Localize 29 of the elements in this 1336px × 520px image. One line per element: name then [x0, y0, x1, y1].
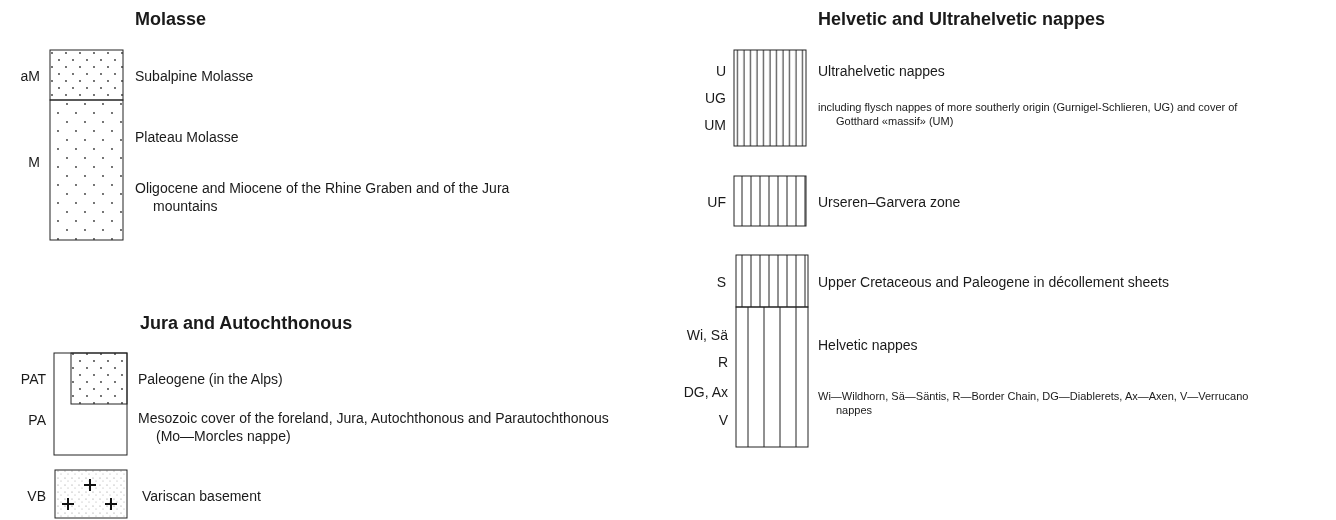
unit-description: Plateau Molasse — [135, 129, 239, 147]
unit-description: Helvetic nappes — [818, 337, 918, 355]
unit-description: Urseren–Garvera zone — [818, 194, 961, 212]
unit-description: Subalpine Molasse — [135, 68, 254, 86]
unit-note: including flysch nappes of more southerly origin (Gurnigel-Schlieren, UG) and cover of Gotthard «massif» (UM) — [818, 101, 1239, 129]
unit-abbreviation: U — [714, 63, 726, 81]
unit-description: Paleogene (in the Alps) — [138, 371, 283, 389]
unit-abbreviation: UF — [706, 194, 726, 212]
unit-description: Ultrahelvetic nappes — [818, 63, 945, 81]
unit-abbreviation: S — [715, 274, 726, 292]
unit-abbreviation: R — [716, 354, 728, 372]
section-heading: Helvetic and Ultrahelvetic nappes — [818, 8, 1107, 31]
unit-abbreviation: PA — [27, 412, 46, 430]
unit-abbreviation: UM — [703, 117, 726, 135]
section-heading: Molasse — [135, 8, 208, 31]
unit-abbreviation: M — [27, 154, 40, 172]
unit-abbreviation: V — [717, 412, 728, 430]
unit-abbreviation: PAT — [19, 371, 46, 389]
unit-note: Wi—Wildhorn, Sä—Säntis, R—Border Chain, DG—Diablerets, Ax—Axen, V—Verrucano nappes — [818, 390, 1250, 418]
unit-abbreviation: aM — [19, 68, 40, 86]
unit-abbreviation: Wi, Sä — [685, 327, 728, 345]
unit-description: Mesozoic cover of the foreland, Jura, Autochthonous and Parautochthonous (Mo—Morcles nappe) — [138, 410, 610, 445]
unit-description: Upper Cretaceous and Paleogene in décollement sheets — [818, 274, 1169, 292]
section-heading: Jura and Autochthonous — [140, 312, 354, 335]
unit-description: Variscan basement — [142, 488, 261, 506]
unit-description: Oligocene and Miocene of the Rhine Graben and of the Jura mountains — [135, 180, 511, 215]
unit-abbreviation: VB — [26, 488, 46, 506]
unit-abbreviation: DG, Ax — [682, 384, 728, 402]
unit-abbreviation: UG — [704, 90, 726, 108]
